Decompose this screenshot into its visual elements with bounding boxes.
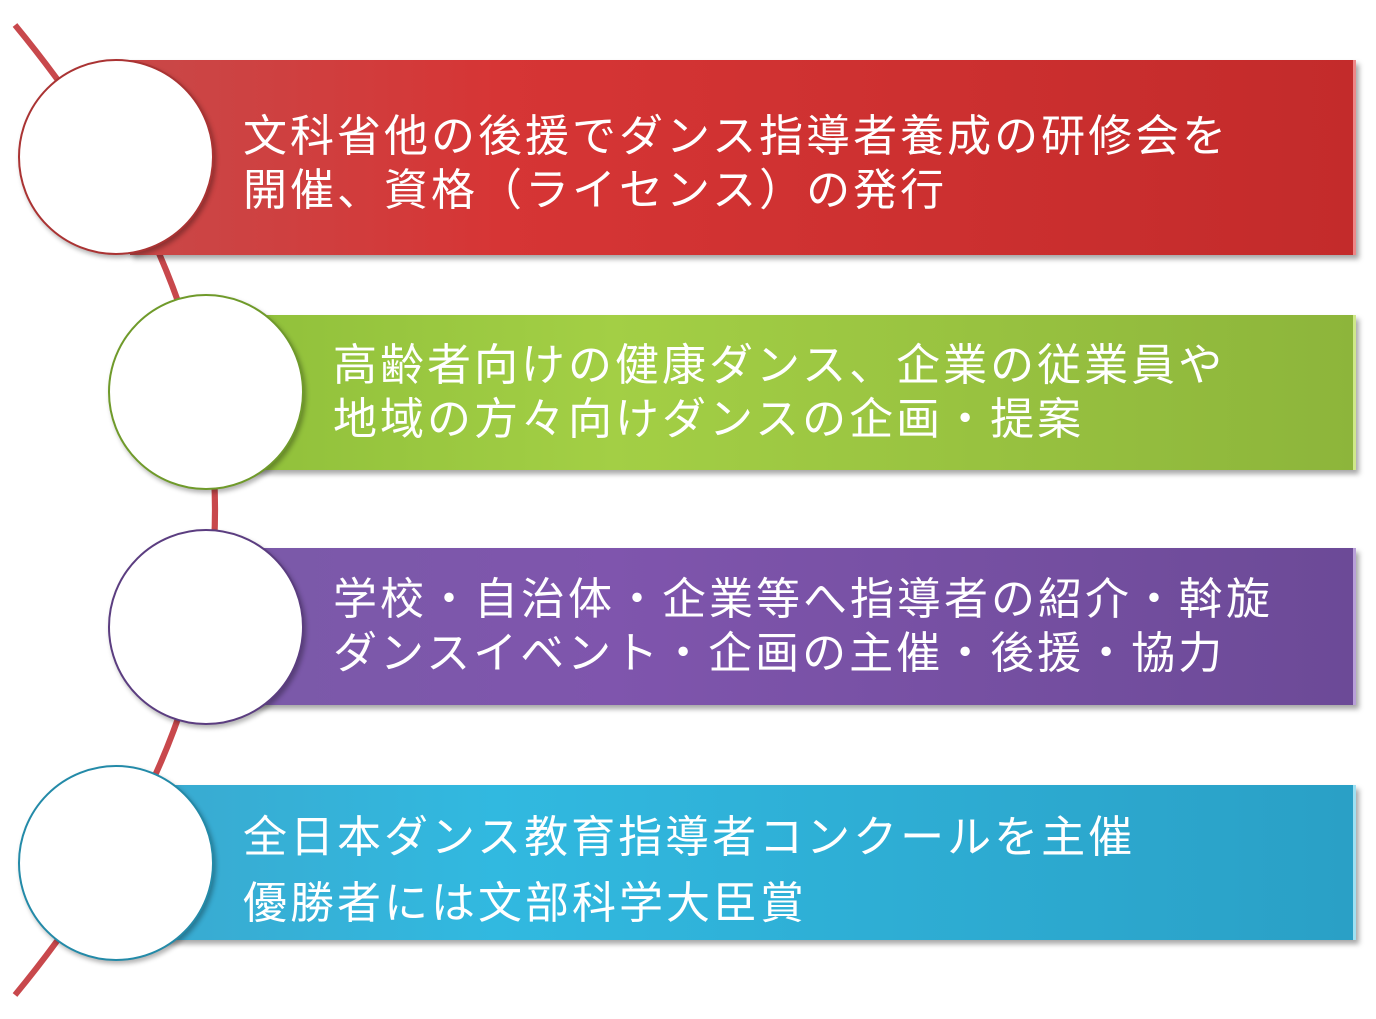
item-line-2: 優勝者には文部科学大臣賞 [243,878,807,929]
item-line-1: 学校・自治体・企業等へ指導者の紹介・斡旋 [333,574,1273,625]
item-line-1: 文科省他の後援でダンス指導者養成の研修会を [243,111,1230,162]
list-item-2: 高齢者向けの健康ダンス、企業の従業員や 地域の方々向けダンスの企画・提案 [215,315,1356,470]
bullet-circle-1 [18,59,214,255]
item-text: 全日本ダンス教育指導者コンクールを主催 優勝者には文部科学大臣賞 [243,805,1135,937]
list-item-1: 文科省他の後援でダンス指導者養成の研修会を 開催、資格（ライセンス）の発行 [130,60,1356,255]
list-item-3: 学校・自治体・企業等へ指導者の紹介・斡旋 ダンスイベント・企画の主催・後援・協力 [215,548,1356,705]
item-line-2: ダンスイベント・企画の主催・後援・協力 [333,628,1226,679]
item-line-1: 高齢者向けの健康ダンス、企業の従業員や [333,340,1226,391]
item-line-2: 開催、資格（ライセンス）の発行 [243,165,948,216]
item-text: 文科省他の後援でダンス指導者養成の研修会を 開催、資格（ライセンス）の発行 [243,110,1229,218]
item-text: 高齢者向けの健康ダンス、企業の従業員や 地域の方々向けダンスの企画・提案 [333,339,1225,447]
bullet-circle-3 [108,529,304,725]
bullet-circle-4 [18,765,214,961]
bullet-circle-2 [108,294,304,490]
item-line-1: 全日本ダンス教育指導者コンクールを主催 [243,812,1136,863]
list-item-4: 全日本ダンス教育指導者コンクールを主催 優勝者には文部科学大臣賞 [130,785,1356,940]
item-text: 学校・自治体・企業等へ指導者の紹介・斡旋 ダンスイベント・企画の主催・後援・協力 [333,573,1273,681]
item-line-2: 地域の方々向けダンスの企画・提案 [333,394,1085,445]
